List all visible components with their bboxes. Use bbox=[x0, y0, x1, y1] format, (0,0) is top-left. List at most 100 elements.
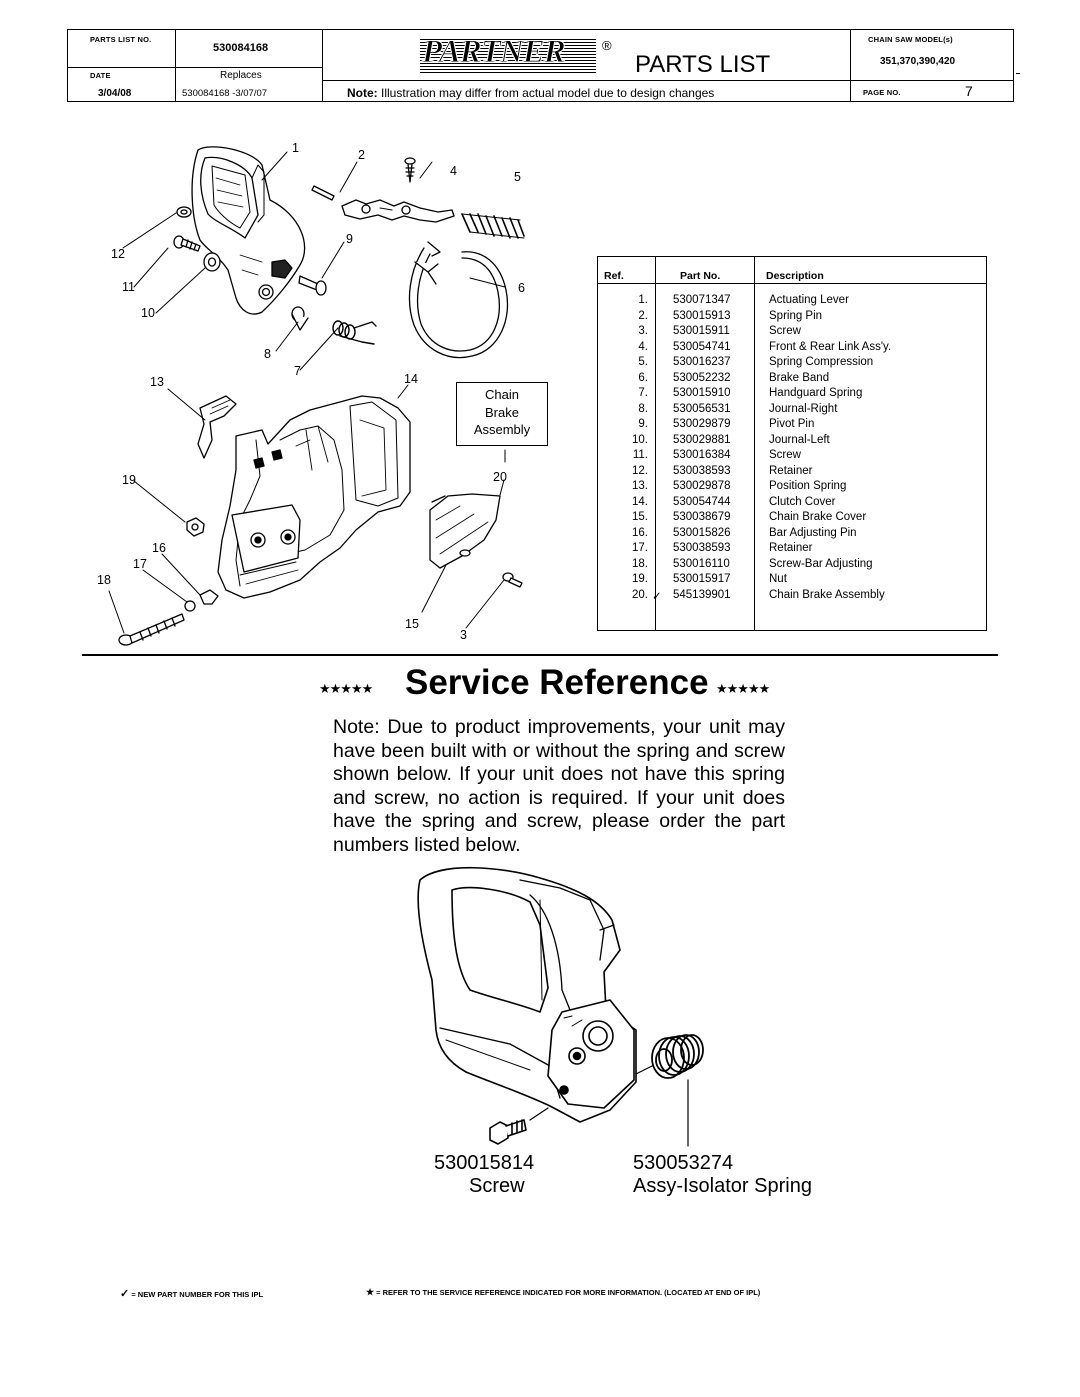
part-description: Chain Brake Cover bbox=[769, 511, 867, 523]
model-label: CHAIN SAW MODEL(s) bbox=[868, 35, 953, 44]
exploded-diagram bbox=[108, 146, 525, 646]
leader-lines bbox=[108, 151, 506, 634]
footer-legend-ref: ★ = REFER TO THE SERVICE REFERENCE INDIC… bbox=[366, 1287, 760, 1298]
nut-drawing bbox=[186, 517, 205, 537]
part-description: Retainer bbox=[769, 464, 813, 477]
screw-label: Screw bbox=[469, 1175, 525, 1197]
part-number: 530029879 bbox=[673, 418, 731, 430]
part-description: Chain Brake Assembly bbox=[769, 588, 885, 601]
part-ref: 5. bbox=[638, 356, 648, 368]
callout-4: 4 bbox=[450, 164, 457, 178]
part-description: Handguard Spring bbox=[769, 387, 863, 399]
note-text: Illustration may differ from actual mode… bbox=[381, 86, 715, 100]
service-ref-text: = REFER TO THE SERVICE REFERENCE INDICAT… bbox=[376, 1288, 761, 1297]
callout-10: 10 bbox=[141, 306, 155, 320]
screw-11-drawing bbox=[173, 235, 201, 252]
date-label: DATE bbox=[90, 71, 111, 80]
part-ref: 17. bbox=[632, 542, 648, 554]
part-number: 530054744 bbox=[673, 495, 731, 508]
screw-drawing bbox=[404, 157, 416, 183]
part-number: 530015913 bbox=[673, 309, 731, 322]
part-description: Brake Band bbox=[769, 371, 830, 384]
assembly-label-line: Brake bbox=[485, 404, 519, 420]
spring-label: Assy-Isolator Spring bbox=[633, 1175, 812, 1197]
part-ref: 18. bbox=[632, 557, 648, 570]
page-no-label: PAGE NO. bbox=[863, 88, 901, 97]
handguard-drawing bbox=[417, 866, 637, 1123]
callout-1: 1 bbox=[292, 141, 299, 155]
assembly-label-line: Assembly bbox=[473, 422, 531, 437]
part-ref: 4. bbox=[638, 340, 648, 353]
screw-3-drawing bbox=[502, 572, 523, 588]
part-number: 530016237 bbox=[673, 356, 731, 368]
actuating-lever-drawing bbox=[191, 146, 306, 315]
callout-7: 7 bbox=[294, 364, 301, 378]
part-description: Clutch Cover bbox=[769, 495, 836, 508]
part-number: 530029878 bbox=[673, 480, 731, 492]
part-description: Screw bbox=[769, 325, 801, 337]
part-description: Actuating Lever bbox=[769, 294, 849, 306]
parts-list-no: 530084168 bbox=[213, 42, 269, 54]
part-number: 530029881 bbox=[673, 433, 731, 446]
part-number: 545139901 bbox=[673, 588, 731, 601]
star-icon: ★ bbox=[366, 1287, 375, 1297]
part-description: Front & Rear Link Ass'y. bbox=[769, 340, 892, 353]
header-table: PARTS LIST NO. 530084168 DATE 3/04/08 Re… bbox=[67, 29, 1014, 102]
new-part-mark-icon: ✓ bbox=[120, 1288, 130, 1300]
divider bbox=[68, 67, 322, 68]
retainer-drawing bbox=[176, 206, 192, 218]
callout-18: 18 bbox=[97, 573, 111, 587]
pivot-pin-drawing bbox=[298, 275, 327, 296]
journal-right-drawing bbox=[291, 306, 309, 331]
part-ref: 12. bbox=[632, 464, 648, 477]
callout-19: 19 bbox=[122, 473, 136, 487]
part-description: Nut bbox=[769, 573, 787, 585]
part-number: 530015910 bbox=[673, 387, 731, 399]
part-number: 530038679 bbox=[673, 511, 731, 523]
part-description: Position Spring bbox=[769, 480, 847, 492]
new-part-text: = NEW PART NUMBER FOR THIS IPL bbox=[131, 1290, 264, 1299]
footer-legend-new: ✓ = NEW PART NUMBER FOR THIS IPL bbox=[120, 1287, 263, 1300]
part-description: Bar Adjusting Pin bbox=[769, 526, 857, 539]
part-description: Retainer bbox=[769, 542, 813, 554]
part-ref: 1. bbox=[638, 294, 648, 306]
part-ref: 2. bbox=[638, 309, 648, 322]
screw-bar-adjusting-drawing bbox=[118, 613, 185, 646]
part-description: Pivot Pin bbox=[769, 418, 815, 430]
section-rule bbox=[82, 654, 998, 656]
part-ref: 15. bbox=[632, 511, 648, 523]
callout-12: 12 bbox=[111, 247, 125, 261]
service-note: Note: Due to product improvements, your … bbox=[333, 716, 785, 856]
note-label: Note: bbox=[347, 86, 378, 100]
part-number: 530015826 bbox=[673, 526, 731, 539]
part-description: Journal-Right bbox=[769, 402, 838, 415]
divider bbox=[322, 80, 850, 81]
bar-adjusting-pin-drawing bbox=[184, 589, 219, 612]
screw-part-number: 530015814 bbox=[434, 1152, 535, 1174]
service-reference-title: Service Reference bbox=[405, 663, 709, 702]
divider bbox=[754, 257, 755, 630]
callout-13: 13 bbox=[150, 375, 164, 389]
callout-16: 16 bbox=[152, 541, 166, 555]
replaces-label: Replaces bbox=[220, 70, 262, 81]
part-number: 530038593 bbox=[673, 542, 731, 554]
position-spring-drawing bbox=[197, 395, 237, 459]
divider bbox=[655, 257, 656, 630]
models-value: 351,370,390,420 bbox=[880, 56, 956, 67]
callout-8: 8 bbox=[264, 347, 271, 361]
isolator-spring-drawing bbox=[651, 1034, 704, 1079]
callout-2: 2 bbox=[358, 148, 365, 162]
part-ref: 20. bbox=[632, 588, 648, 601]
brand-logo-bg bbox=[420, 37, 596, 73]
callout-15: 15 bbox=[405, 617, 419, 631]
